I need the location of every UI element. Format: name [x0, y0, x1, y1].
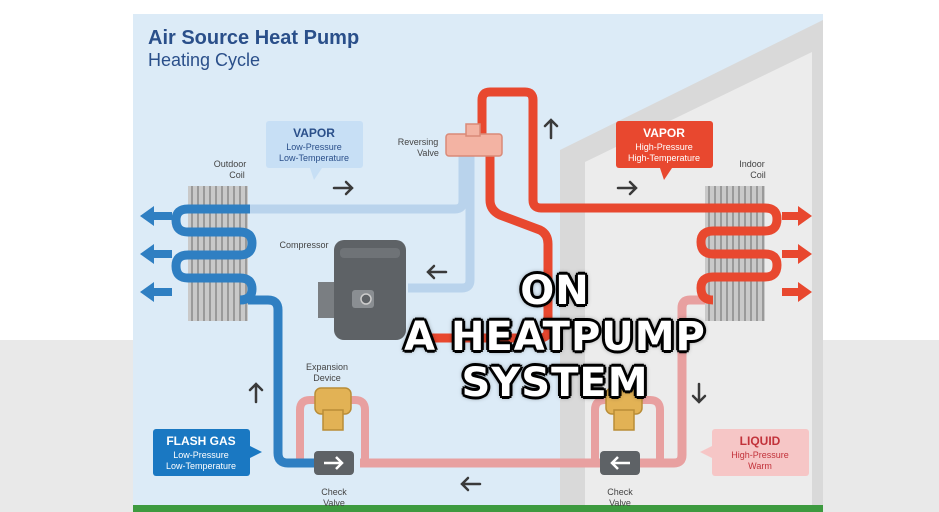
suction-pipe	[408, 150, 475, 293]
svg-text:Valve: Valve	[417, 148, 439, 158]
svg-text:Valve: Valve	[609, 498, 631, 508]
expansion-device-label: Expansion	[306, 362, 348, 372]
check-valve-left	[314, 451, 354, 475]
flow-arrows	[248, 118, 707, 492]
reversing-valve	[445, 123, 503, 157]
svg-text:FLASH GAS: FLASH GAS	[166, 434, 235, 448]
outdoor-coil-label: Outdoor	[214, 159, 247, 169]
expansion-device-left	[314, 387, 352, 431]
svg-text:High-Temperature: High-Temperature	[628, 153, 700, 163]
callout-liquid: LIQUID High-Pressure Warm	[700, 429, 809, 476]
compressor	[318, 240, 406, 340]
left-arrow	[426, 264, 448, 280]
callout-flash-gas: FLASH GAS Low-Pressure Low-Temperature	[153, 429, 262, 476]
expansion-device-right	[605, 387, 643, 431]
down-arrow	[691, 382, 707, 404]
right-arrow	[332, 180, 354, 196]
svg-text:Device: Device	[313, 373, 341, 383]
check-valve-right-label: Check	[607, 487, 633, 497]
flash-gas-pipe	[248, 295, 320, 468]
compressor-discharge-pipe	[408, 150, 553, 343]
svg-text:Low-Temperature: Low-Temperature	[166, 461, 236, 471]
svg-text:LIQUID: LIQUID	[740, 434, 781, 448]
up-arrow	[543, 118, 559, 140]
liquid-pipe	[360, 295, 705, 468]
right-arrow	[616, 180, 638, 196]
cold-air-arrows	[140, 206, 172, 302]
svg-text:Low-Pressure: Low-Pressure	[286, 142, 342, 152]
up-arrow	[248, 382, 264, 404]
svg-text:Warm: Warm	[748, 461, 772, 471]
svg-text:Coil: Coil	[750, 170, 766, 180]
warm-air-arrows	[782, 206, 812, 302]
indoor-coil	[696, 186, 782, 321]
svg-text:Low-Pressure: Low-Pressure	[173, 450, 229, 460]
hot-vapor-pipe	[477, 87, 710, 213]
svg-text:Low-Temperature: Low-Temperature	[279, 153, 349, 163]
reversing-valve-label: Reversing	[398, 137, 439, 147]
svg-text:Coil: Coil	[229, 170, 245, 180]
callout-vapor-high: VAPOR High-Pressure High-Temperature	[616, 121, 713, 180]
callout-vapor-low: VAPOR Low-Pressure Low-Temperature	[266, 121, 363, 180]
svg-text:VAPOR: VAPOR	[643, 126, 685, 140]
svg-text:High-Pressure: High-Pressure	[635, 142, 693, 152]
left-arrow	[460, 476, 482, 492]
check-valve-right	[600, 451, 640, 475]
svg-text:Valve: Valve	[323, 498, 345, 508]
callout-title: VAPOR	[293, 126, 335, 140]
indoor-coil-label: Indoor	[739, 159, 765, 169]
compressor-label: Compressor	[279, 240, 328, 250]
svg-text:High-Pressure: High-Pressure	[731, 450, 789, 460]
outdoor-coil	[171, 186, 257, 321]
low-vapor-pipe	[248, 150, 468, 214]
check-valve-left-label: Check	[321, 487, 347, 497]
